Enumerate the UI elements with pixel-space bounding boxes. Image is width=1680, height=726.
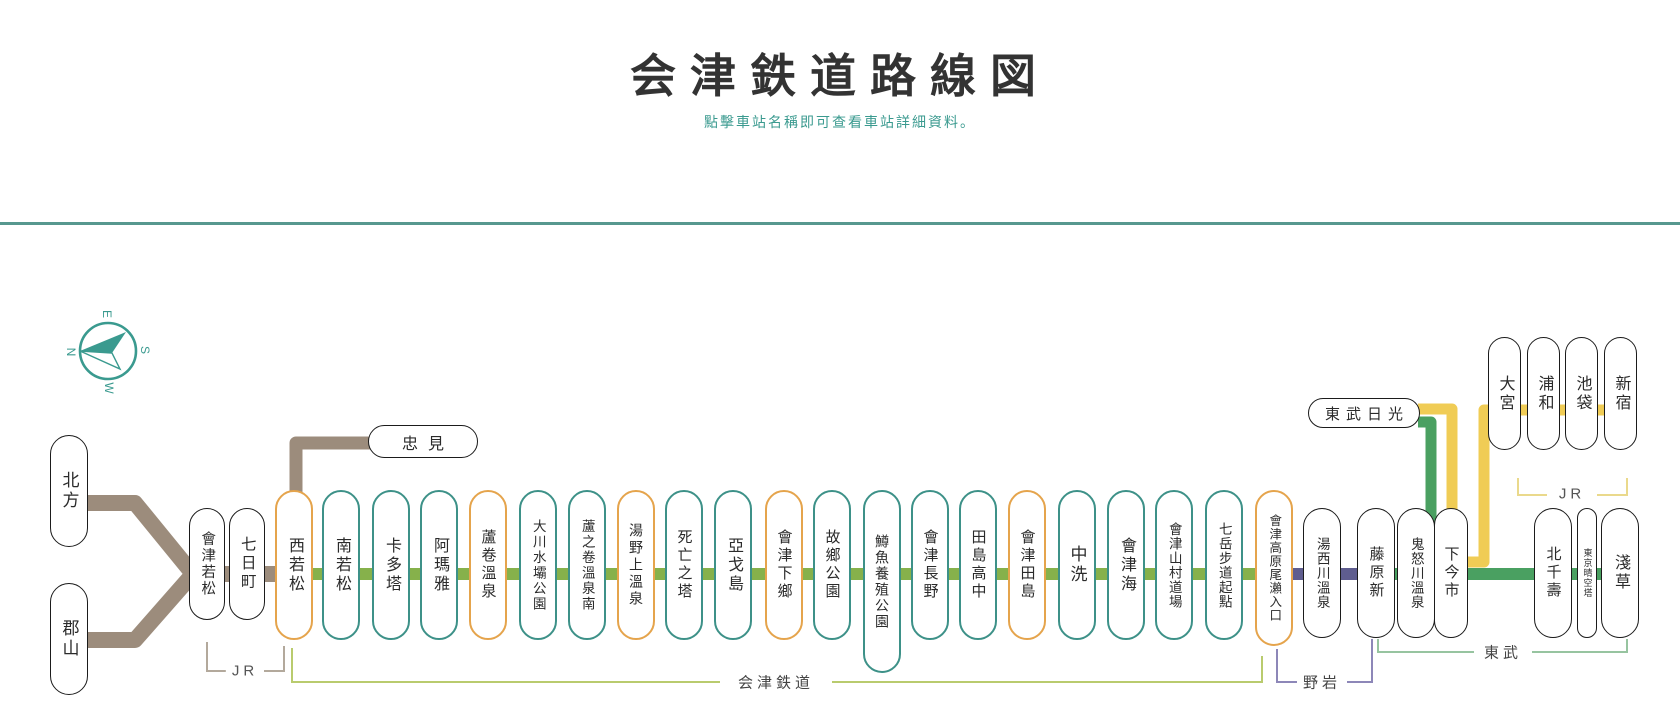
station-shimo-imaichi[interactable]: 下今市	[1434, 508, 1468, 638]
station-tobu-nikko[interactable]: 東武日光	[1308, 398, 1420, 428]
station-aizu-1[interactable]: 南若松	[322, 490, 360, 640]
bracket-label-yagan: 野岩	[1296, 671, 1348, 693]
station-aizu-18[interactable]: 會津山村道場	[1155, 490, 1193, 640]
bracket-jr-east-left	[1517, 478, 1547, 496]
bracket-yagan-left	[1276, 649, 1297, 683]
station-kitakata[interactable]: 北方	[50, 435, 88, 547]
station-shin-fujiwara[interactable]: 藤原新	[1357, 508, 1395, 638]
station-aizu-0[interactable]: 西若松	[275, 490, 313, 640]
bracket-label-jr-west: JR	[225, 662, 265, 680]
station-shinjuku[interactable]: 新宿	[1604, 337, 1637, 450]
svg-text:E: E	[100, 310, 114, 318]
station-tadami[interactable]: 忠見	[368, 425, 478, 458]
bracket-yagan-right	[1347, 639, 1373, 683]
station-aizu-12[interactable]: 鱒魚養殖公園	[863, 490, 901, 673]
jr-west-line-koriyama	[88, 568, 200, 648]
bracket-jr-east-right	[1597, 478, 1628, 496]
station-aizu-5[interactable]: 大川水壩公園	[519, 490, 557, 640]
bracket-aizu-right	[832, 656, 1263, 683]
station-aizu-3[interactable]: 阿瑪雅	[420, 490, 458, 640]
bracket-aizu-left	[291, 648, 720, 683]
station-aizu-16[interactable]: 中洗	[1058, 490, 1096, 640]
station-aizu-13[interactable]: 會津長野	[911, 490, 949, 640]
header-divider	[0, 222, 1680, 225]
bracket-tobu-right	[1532, 639, 1628, 653]
station-nanukamachi[interactable]: 七日町	[229, 508, 265, 620]
station-aizu-9[interactable]: 亞戈島	[714, 490, 752, 640]
station-aizu-17[interactable]: 會津海	[1107, 490, 1145, 640]
station-kinugawa-onsen[interactable]: 鬼怒川溫泉	[1397, 508, 1435, 638]
bracket-label-tobu: 東武	[1477, 641, 1529, 663]
station-ikebukuro[interactable]: 池袋	[1565, 337, 1598, 450]
page-title: 会津鉄道路線図	[630, 50, 1050, 102]
station-aizu-19[interactable]: 七岳步道起點	[1205, 490, 1243, 640]
station-aizu-4[interactable]: 蘆卷溫泉	[469, 490, 507, 640]
jr-west-line-tadami-branch	[289, 436, 370, 494]
svg-text:W: W	[102, 382, 116, 394]
station-yunishigawa-onsen[interactable]: 湯西川溫泉	[1303, 508, 1341, 638]
station-kita-senju[interactable]: 北千壽	[1534, 508, 1572, 638]
station-aizu-14[interactable]: 田島高中	[959, 490, 997, 640]
station-tokyo-skytree[interactable]: 東京晴空塔	[1577, 508, 1597, 638]
bracket-label-jr-east: JR	[1552, 485, 1592, 503]
jr-west-line-kitakata	[88, 495, 200, 580]
station-aizu-10[interactable]: 會津下鄉	[765, 490, 803, 640]
station-aizu-8[interactable]: 死亡之塔	[665, 490, 703, 640]
station-omiya[interactable]: 大宮	[1488, 337, 1521, 450]
station-aizu-6[interactable]: 蘆之卷溫泉南	[568, 490, 606, 640]
station-aizu-7[interactable]: 湯野上溫泉	[617, 490, 655, 640]
station-aizu-wakamatsu[interactable]: 會津若松	[189, 508, 225, 620]
compass-icon: E N S W	[64, 310, 152, 394]
station-asakusa[interactable]: 淺草	[1601, 508, 1639, 638]
bracket-tobu-left	[1377, 639, 1474, 653]
station-aizu-15[interactable]: 會津田島	[1008, 490, 1046, 640]
page-subtitle: 點擊車站名稱即可查看車站詳細資料。	[704, 114, 976, 130]
station-aizu-20[interactable]: 會津高原尾瀨入口	[1255, 490, 1293, 646]
station-koriyama[interactable]: 郡山	[50, 583, 88, 695]
bracket-jr-west-right	[264, 646, 285, 672]
svg-text:N: N	[64, 348, 78, 357]
station-aizu-2[interactable]: 卡多塔	[372, 490, 410, 640]
bracket-label-aizu: 会津鉄道	[731, 671, 821, 693]
svg-text:S: S	[138, 346, 152, 354]
bracket-jr-west-left	[206, 642, 226, 672]
station-aizu-11[interactable]: 故鄉公園	[813, 490, 851, 640]
station-urawa[interactable]: 浦和	[1527, 337, 1560, 450]
